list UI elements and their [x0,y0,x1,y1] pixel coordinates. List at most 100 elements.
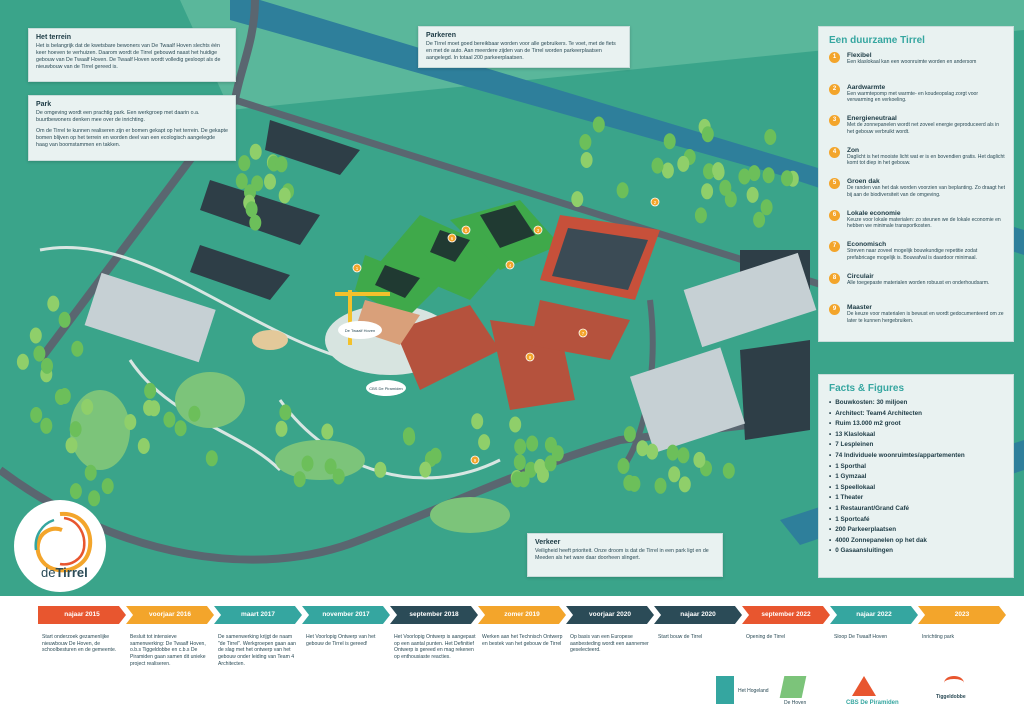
tree [163,411,176,428]
timeline-step: voorjaar 2020 [566,606,654,624]
tree [646,443,659,460]
number-badge: 2 [829,83,840,95]
tree [278,187,291,204]
tree [678,476,691,493]
callout-park-text-2: Om de Tirrel te kunnen realiseren zijn e… [36,128,228,148]
fact-item: 74 Individuele woonruimtes/appartementen [829,451,1005,462]
lawn [175,372,245,428]
tree [719,179,732,196]
sign-twaalf-hoven [338,321,382,339]
fact-item: 200 Parkeerplaatsen [829,525,1005,536]
tree [651,157,664,174]
sustainability-item-text: Keuze voor lokale materialen: zo steunen… [847,216,1001,230]
sign-piramiden-text: CBS De Piramiden [369,386,403,391]
sustainability-item-text: De randen van het dak worden voorzien va… [847,185,1006,198]
tree [321,423,334,440]
logo-name: Tirrel [55,565,88,580]
tree [677,155,690,172]
sustainability-item-text: Met de zonnepanelen wordt net zoveel ene… [847,122,1000,135]
facts-list: Bouwkosten: 30 miljoenArchitect: Team4 A… [829,398,1005,557]
tree [663,133,676,150]
tree [753,211,766,228]
fact-item: 7 Lespleinen [829,440,1005,451]
sign-twaalf-hoven-text: De Twaalf Hoven [345,328,375,333]
tree [144,382,157,399]
fact-item: Bouwkosten: 30 miljoen [829,398,1005,409]
map-marker [533,225,543,235]
tree [71,340,84,357]
tree [764,129,777,145]
map-marker [461,225,471,235]
fact-item: 1 Sporthal [829,462,1005,473]
timeline-step: september 2018 [390,606,478,624]
map-marker [352,263,362,273]
callout-verkeer-text: Veiligheid heeft prioriteit. Onze droom … [535,548,709,561]
tree [580,152,593,168]
tree [30,407,43,423]
tree [544,455,557,472]
callout-parkeren-title: Parkeren [426,32,456,39]
tree [81,398,94,415]
tree [249,214,262,231]
tree [617,458,630,474]
number-badge: 6 [829,209,840,221]
footpath [39,245,351,362]
fact-item: 1 Gymzaal [829,472,1005,483]
map-marker [470,455,480,465]
partner-hoven-logo [779,676,807,698]
fact-item: Architect: Team4 Architecten [829,409,1005,420]
fact-item: 1 Sportcafé [829,515,1005,526]
timeline-step: voorjaar 2016 [126,606,214,624]
sustainability-item-text: Alle toegepaste materialen worden robuus… [847,279,990,286]
sustainability-item-text: De keuze voor materialen is bewust en wo… [847,311,1004,324]
building-existing [740,340,810,440]
number-badge: 7 [829,241,840,252]
tree [526,435,539,452]
tirrel-logo [14,500,106,592]
tree [279,404,292,421]
tree [511,471,524,488]
sustainability-item-title: Flexibel [847,52,872,59]
solar-panels [480,205,535,248]
map-marker-number: 2 [654,200,657,205]
tree [513,454,526,471]
sign-piramiden [366,380,406,396]
callout-park: Park De omgeving wordt een prachtig park… [28,95,236,161]
timeline-step: 2023 [918,606,1006,624]
callout-parkeren: Parkeren De Tirrel moet goed bereikbaar … [418,26,630,68]
tree [84,464,97,481]
tree [760,199,773,216]
tree [429,447,442,464]
map-marker-number: 9 [474,458,477,463]
timeline-description: Op basis van een Europese aanbesteding w… [570,634,649,654]
tree [693,451,706,468]
timeline-description: Start bouw de Tirrel [658,634,703,640]
tree [235,173,248,190]
tree [712,162,725,179]
facts-panel: Facts & Figures Bouwkosten: 30 miljoenAr… [818,374,1014,578]
tree [88,490,101,507]
lawn [430,497,510,533]
sustainability-item-title: Economisch [847,241,887,248]
tree [124,414,137,430]
tree [374,461,387,478]
timeline-description: De samenwerking krijgt de naam "de Tirre… [218,634,296,667]
number-badge: 8 [829,272,840,284]
tree [628,475,641,492]
tree [592,116,605,133]
timeline-description: Het Voorlopig Ontwerp is aangepast op ee… [394,634,476,661]
tree [703,163,715,180]
tree [701,183,714,200]
timeline-description: Inrichting park [922,634,954,640]
tree [666,444,679,461]
timeline-description: Sloop De Twaalf Hoven [834,634,888,640]
sustainability-item-title: Zon [847,146,860,154]
callout-parkeren-text: De Tirrel moet goed bereikbaar worden vo… [426,41,616,61]
tree [148,400,161,417]
